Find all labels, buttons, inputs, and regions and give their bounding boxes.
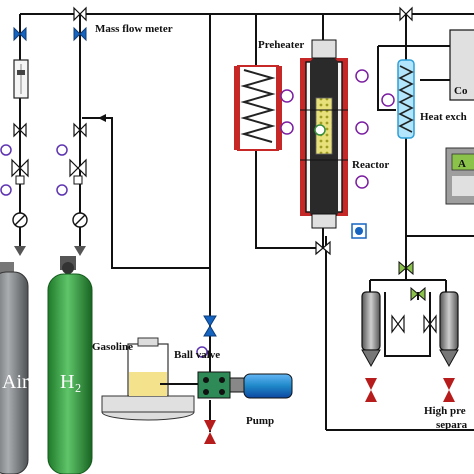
controller-label: Co: [454, 85, 468, 97]
ball-valve[interactable]: Ball valve: [174, 349, 220, 444]
reactor-label: Reactor: [352, 159, 389, 171]
gasoline-tank: Gasoline: [92, 337, 200, 421]
panel-meter: A: [445, 147, 474, 205]
pump-outlet-valve[interactable]: [203, 315, 217, 337]
pump-label: Pump: [246, 415, 274, 427]
high-pressure-separator-right: [439, 291, 459, 368]
separator-split-valve[interactable]: [410, 286, 426, 302]
heat-exchanger-label: Heat exch: [420, 111, 467, 123]
pump: Pump: [197, 371, 293, 427]
preheater-label: Preheater: [258, 39, 304, 51]
ball-valve-label: Ball valve: [174, 349, 220, 361]
regulator-icon: [11, 158, 87, 185]
preheater: Preheater: [234, 39, 304, 151]
heat-exchanger: Heat exch: [397, 59, 467, 139]
panel-meter-text: A: [458, 158, 466, 170]
mass-flow-meter-label: Mass flow meter: [95, 23, 173, 35]
high-pressure-separator-left: [361, 291, 381, 368]
reactor: Reactor: [300, 39, 389, 229]
h2-cylinder-label: H₂: [60, 371, 81, 393]
air-cylinder: Air: [0, 262, 29, 474]
separator-valve-right[interactable]: [423, 314, 437, 334]
reactor-outlet-valve[interactable]: [315, 240, 331, 256]
separator-valve-left[interactable]: [391, 314, 405, 334]
gauge-icon: [0, 144, 208, 358]
check-valve-icon: [12, 212, 88, 256]
rotameter: [13, 59, 29, 99]
drain-valve-icon[interactable]: [365, 378, 455, 402]
top-valve-1[interactable]: [399, 6, 413, 22]
thermocouple-icon: [280, 69, 395, 189]
pressure-sensor-icon: [351, 223, 367, 239]
separator-inlet-valve[interactable]: [398, 260, 414, 276]
flow-arrow-icon: [98, 114, 106, 122]
air-cylinder-label: Air: [2, 371, 29, 393]
controller: Co: [449, 29, 474, 101]
needle-valve-icon[interactable]: [13, 6, 87, 138]
h2-cylinder: H₂: [47, 256, 93, 474]
high-pressure-separator-label: High pre: [424, 405, 466, 417]
separator-label: separa: [436, 419, 468, 431]
gasoline-label: Gasoline: [92, 341, 133, 353]
